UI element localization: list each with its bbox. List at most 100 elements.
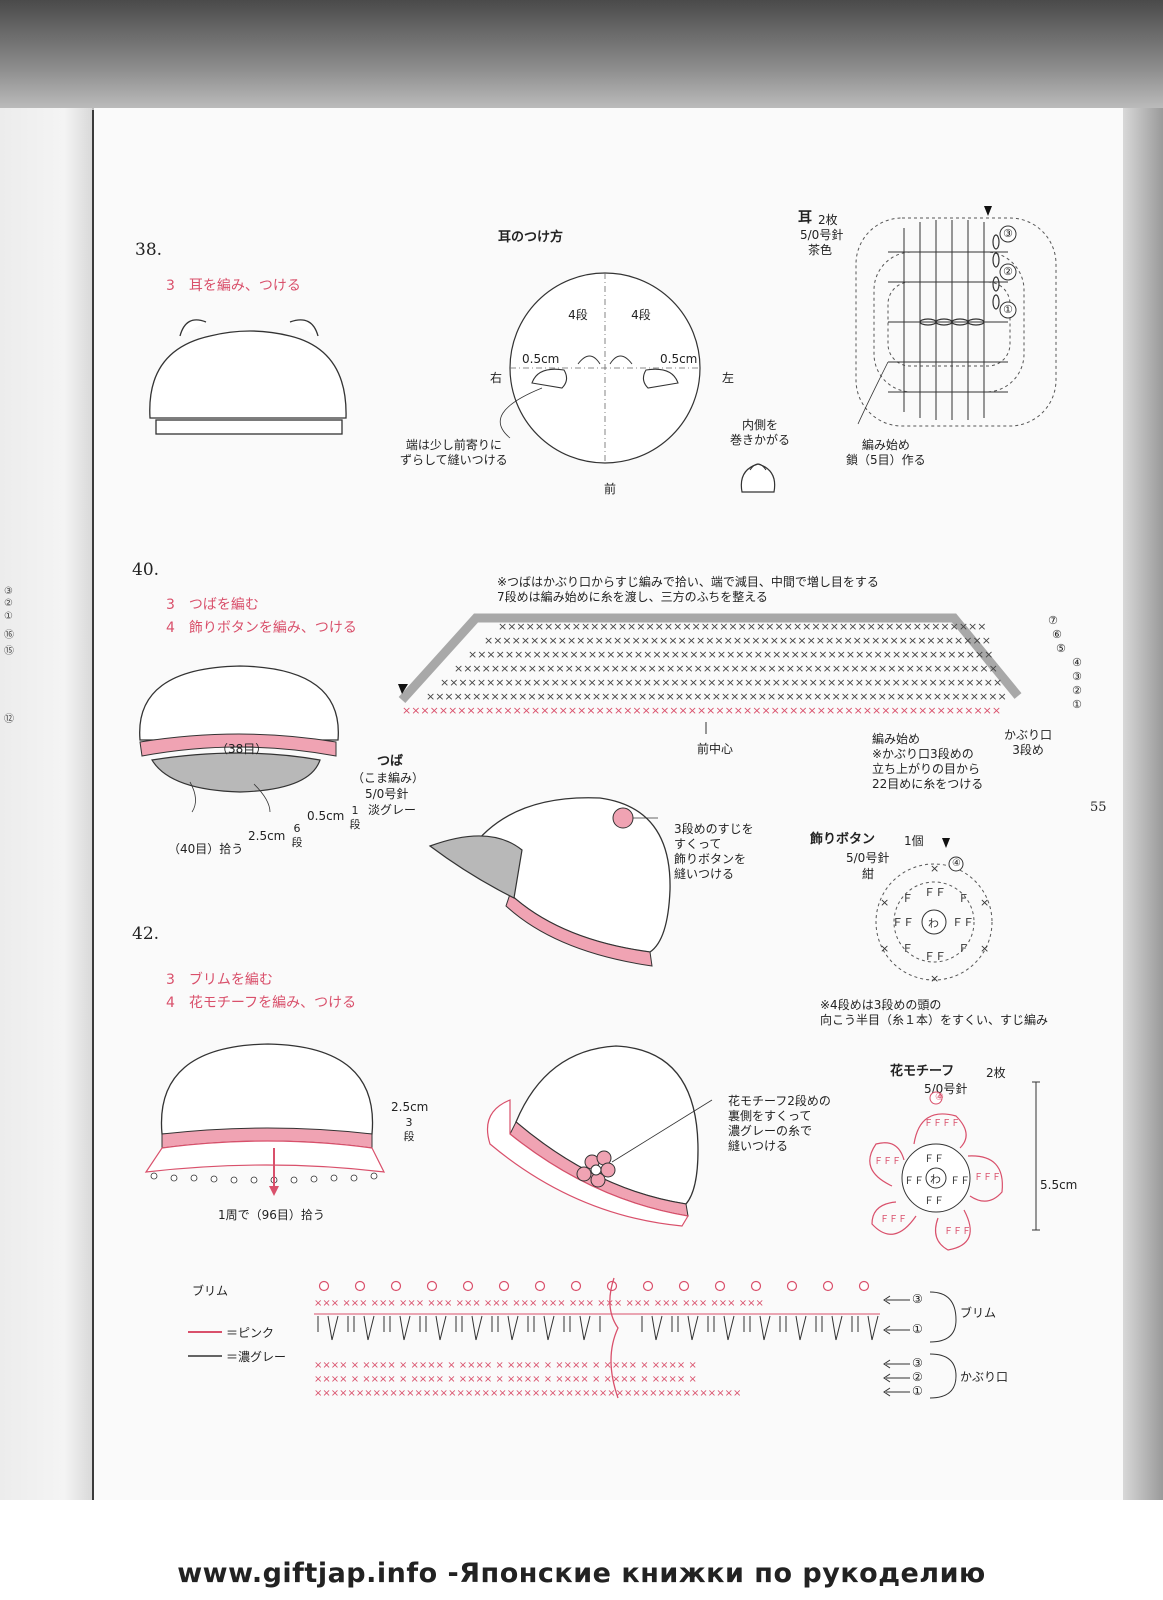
dim-2-5-rows: 6段 [291,822,303,849]
svg-text:Ｆ: Ｆ [958,942,969,955]
side-left: 左 [722,371,735,385]
brim-legend-title: ブリム [192,1284,229,1298]
svg-text:ＦＦＦ: ＦＦＦ [944,1227,971,1237]
cap-chart-row-1: ① [912,1384,923,1398]
flower-row-4: ④ [935,1092,944,1103]
svg-text:××××××××××××××××××××××××××××××: ××××××××××××××××××××××××××××××××××××××××… [426,690,1007,703]
svg-text:×: × [880,942,889,955]
svg-text:××××××××××××××××××××××××××××××: ××××××××××××××××××××××××××××××××××××××××… [498,620,987,633]
dim-2-5: 2.5cm [248,829,286,843]
svg-text:××××××××××××××××××××××××××××××: ××××××××××××××××××××××××××××××××××××××××… [468,648,993,661]
button-note: 3段めのすじを すくって 飾りボタンを 縫いつける [674,822,754,881]
ear-count: 2枚 [818,213,838,227]
ear-attach-diagram [499,272,701,464]
left-page-mark: ⑫ [4,714,14,725]
brim-row-1: ① [1072,698,1082,711]
dim-0-5-rows: 1段 [349,804,361,831]
row-brackets [929,1291,957,1399]
left-page-mark: ② [4,598,13,609]
flower-count: 2枚 [986,1066,1006,1080]
page-number: 55 [1090,800,1107,815]
svg-text:Ｆ: Ｆ [958,892,969,905]
ear-stitch-chart [855,206,1057,427]
ear-title: 耳 [798,210,812,226]
button-needle: 5/0号針 [846,851,890,865]
brim-row-4: ④ [1072,656,1082,669]
svg-text:Ｆ: Ｆ [902,892,913,905]
front-label: 前 [604,482,617,496]
ear-row-1: ① [1003,303,1013,316]
front-center: 前中心 [697,742,734,756]
svg-text:Ｆ: Ｆ [902,942,913,955]
brim-row-3: ③ [1072,670,1082,683]
rows-label-right: 4段 [631,308,651,322]
ear-row-3: ③ [1003,227,1013,240]
distance-right: 0.5cm [660,352,698,366]
count-40: （40目）拾う [168,842,244,856]
scan-border-top [0,0,1163,110]
left-page-mark: ⑮ [4,646,14,657]
svg-text:ＦＦ: ＦＦ [892,916,914,929]
brim-row-6: ⑥ [1052,628,1062,641]
brim-stitch-chart: ××××××××××××××××××××××××××××××××××××××××… [398,613,1022,734]
cap-chart-row-3: ③ [912,1356,923,1370]
brim-chart-row-3: ③ [912,1292,923,1306]
legend-lines [188,1331,222,1357]
brim-needle: 5/0号針 [365,787,409,801]
left-page-mark: ③ [4,586,13,597]
brim-chart-label: ブリム [960,1306,997,1320]
svg-text:ＦＦ: ＦＦ [924,886,946,899]
side-right: 右 [490,371,503,385]
ear-color: 茶色 [808,243,833,257]
flower-title: 花モチーフ [890,1064,955,1079]
right-page-edge [1123,108,1163,1500]
step-ear: 3 耳を編み、つける [166,278,301,294]
svg-text:ＦＦ: ＦＦ [904,1176,924,1187]
flower-size: 5.5cm [1040,1178,1078,1192]
brim-title: つば [377,754,404,769]
ear-start-note: 編み始め 鎖（5目）作る [846,438,926,467]
step-button: 4 飾りボタンを編み、つける [166,620,357,636]
brim-stitch-row-chart: ××× ××× ××× ××× ××× ××× ××× ××× ××× ××× … [314,1277,910,1399]
step-brim-42: 3 ブリムを編む [166,972,273,988]
button-color: 紺 [862,867,875,881]
brim-row-7: ⑦ [1048,614,1058,627]
left-page-mark: ⑯ [4,630,14,641]
legend-pink: ＝ピンク [226,1326,275,1340]
svg-text:××××××××××××××××××××××××××××××: ××××××××××××××××××××××××××××××××××××××××… [484,634,991,647]
section-number-38: 38. [135,240,163,260]
left-page-edge: ③ ② ① ⑯ ⑮ ⑫ [0,108,92,1500]
cap-chart-label: かぶり口 [960,1370,1009,1384]
ear-row-2: ② [1003,265,1013,278]
brim-row-2: ② [1072,684,1082,697]
legend-gray: ＝濃グレー [226,1350,287,1364]
brim-note: ※つばはかぶり口からすじ編みで拾い、端で減目、中間で増し目をする 7段めは編み始… [497,575,879,604]
svg-text:わ: わ [928,917,939,930]
left-page-mark: ① [4,611,13,622]
svg-text:××××××××××××××××××××××××××××××: ××××××××××××××××××××××××××××××××××××××××… [402,704,1001,717]
brim-stitch: （こま編み） [352,771,425,785]
svg-text:わ: わ [930,1173,941,1186]
brim-row-5: ⑤ [1056,642,1066,655]
button-count: 1個 [904,834,924,848]
svg-text:ＦＦ: ＦＦ [924,950,946,963]
ear-needle: 5/0号針 [800,228,844,242]
cap-rim-label: かぶり口 3段め [1004,728,1053,757]
svg-text:×: × [930,972,939,985]
count-38: （38目） [216,742,268,756]
bucket-hat-side [486,1045,713,1227]
svg-text:ＦＦ: ＦＦ [950,1176,970,1187]
svg-text:×: × [980,896,989,909]
step-brim: 3 つばを編む [166,597,259,613]
brim-color: 淡グレー [368,803,417,817]
svg-text:×××× × ×××× × ×××× × ×××× × ××: ×××× × ×××× × ×××× × ×××× × ×××× × ×××× … [314,1374,697,1385]
brim-chart-row-1: ① [912,1322,923,1336]
svg-text:×××× × ×××× × ×××× × ×××× × ××: ×××× × ×××× × ×××× × ×××× × ×××× × ×××× … [314,1360,697,1371]
ear-fold-drawing [740,463,776,493]
bucket-hat-front [144,1043,386,1196]
step-flower: 4 花モチーフを編み、つける [166,995,357,1011]
svg-text:ＦＦ: ＦＦ [952,916,974,929]
svg-text:×: × [980,942,989,955]
watermark: www.giftjap.info -Японские книжки по рук… [177,1558,986,1589]
